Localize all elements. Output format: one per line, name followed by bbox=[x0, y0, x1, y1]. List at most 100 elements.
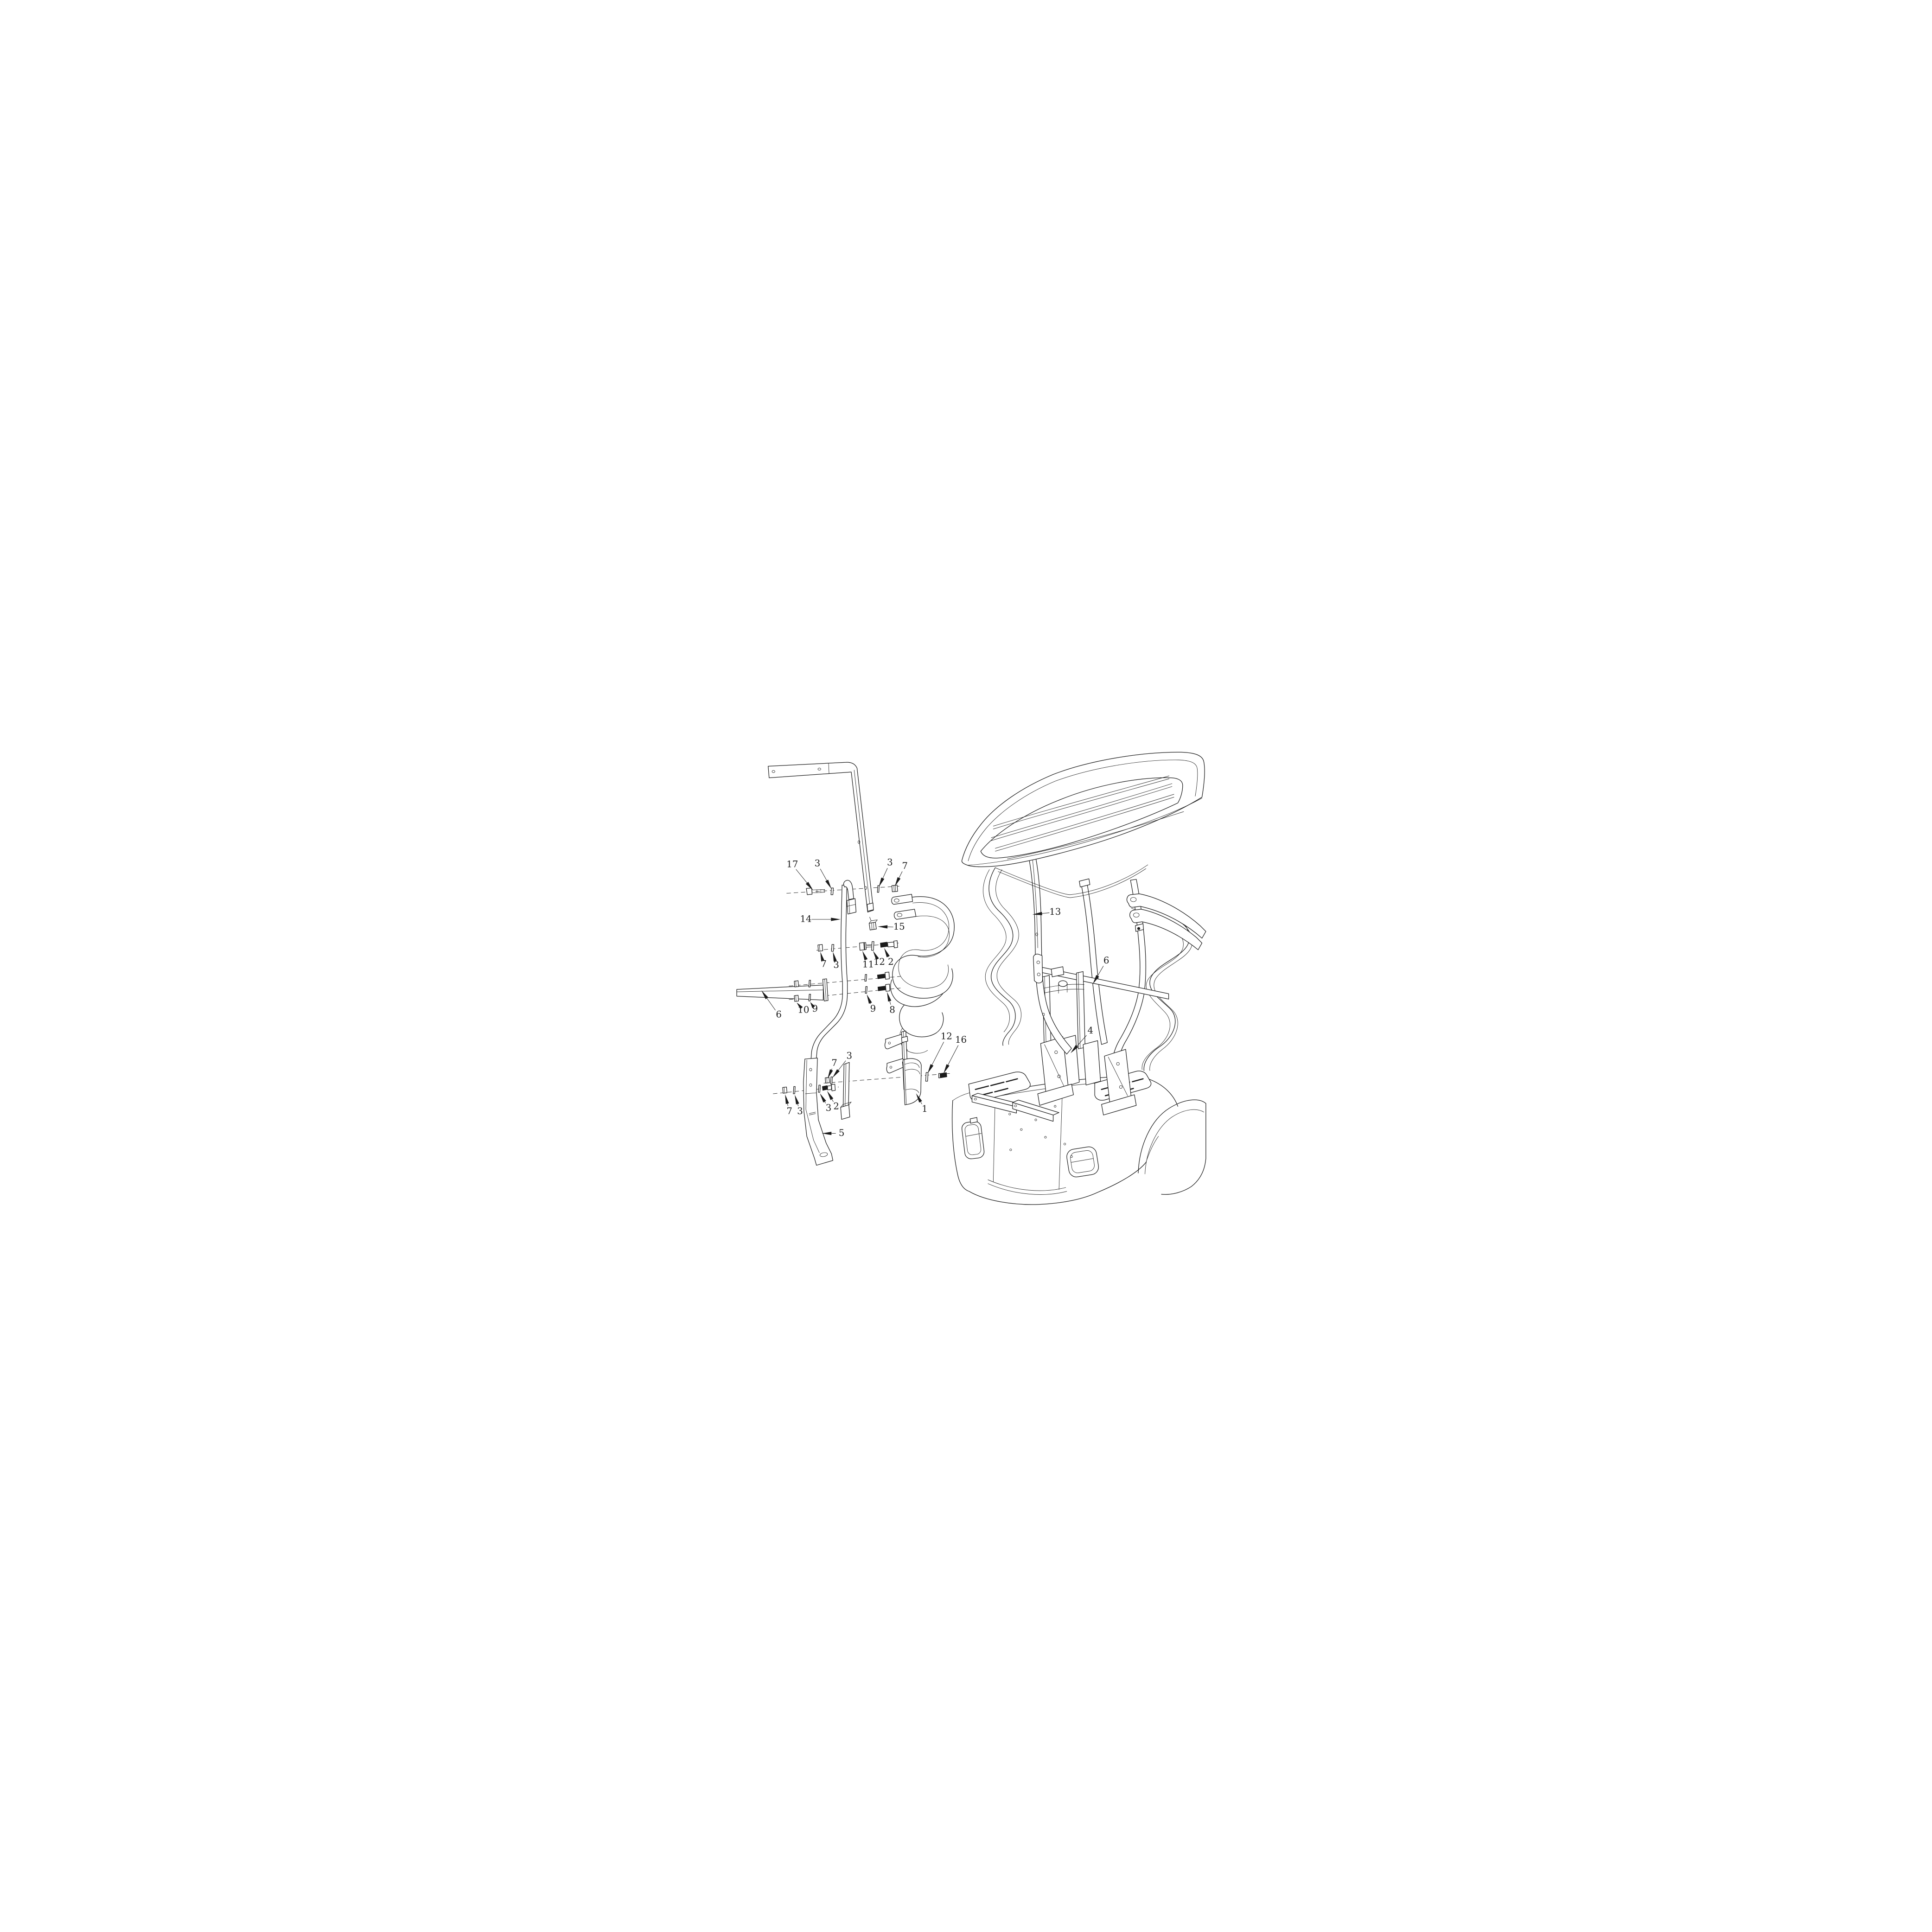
wavy-strap-left bbox=[982, 867, 1021, 1046]
washer-3 bbox=[818, 1084, 821, 1093]
leader-line bbox=[831, 1068, 832, 1070]
arrowhead bbox=[873, 950, 879, 960]
arrowhead bbox=[916, 1093, 922, 1103]
callout-label-7: 7 bbox=[821, 958, 827, 969]
arrowhead bbox=[821, 1131, 831, 1135]
bolt-8 bbox=[877, 971, 890, 980]
callout-label-11: 11 bbox=[862, 959, 874, 969]
callout-5-22: 5 bbox=[821, 1128, 844, 1138]
rear-right-post bbox=[1111, 879, 1146, 1063]
callout-label-3: 3 bbox=[833, 959, 839, 970]
roof-center-panel bbox=[980, 777, 1183, 858]
arrowhead bbox=[878, 877, 884, 887]
arrowhead bbox=[827, 1069, 833, 1079]
leader-line bbox=[797, 1103, 798, 1106]
post-hook bbox=[843, 880, 854, 900]
seat-rail-beams bbox=[971, 1092, 1059, 1122]
callout-label-12: 12 bbox=[940, 1031, 952, 1041]
tube-end-opening bbox=[867, 902, 874, 912]
callout-9-13: 9 bbox=[810, 1001, 818, 1014]
foot-slot bbox=[819, 1152, 828, 1157]
strap-eyelet-arm bbox=[891, 893, 913, 905]
callout-8-15: 8 bbox=[886, 991, 895, 1015]
bracket-hole bbox=[809, 1068, 812, 1071]
arrowhead bbox=[827, 1090, 833, 1100]
leader-line bbox=[795, 869, 807, 883]
right-fender-arch bbox=[1137, 1099, 1206, 1173]
callout-11-8: 11 bbox=[862, 950, 874, 969]
hook-clamp-block bbox=[846, 898, 856, 914]
canopy-roof bbox=[961, 752, 1205, 898]
lower-bracket-part5 bbox=[803, 1057, 833, 1166]
arrowhead bbox=[866, 994, 872, 1004]
arrowhead bbox=[943, 1064, 950, 1073]
callout-7-18: 7 bbox=[784, 1094, 792, 1116]
cart-body bbox=[951, 1070, 1206, 1205]
callout-label-2: 2 bbox=[888, 956, 894, 967]
callout-label-9: 9 bbox=[812, 1003, 818, 1014]
leader-line bbox=[920, 1101, 922, 1104]
roof-underside bbox=[995, 864, 1148, 898]
rear-left-post bbox=[1078, 878, 1108, 1045]
nut-7 bbox=[782, 1086, 787, 1094]
leader-line bbox=[882, 867, 888, 878]
arrowhead bbox=[927, 1064, 933, 1073]
callout-label-7: 7 bbox=[831, 1057, 837, 1068]
callout-label-3: 3 bbox=[846, 1050, 852, 1061]
callout-10-12: 10 bbox=[796, 1002, 809, 1015]
callout-1-23: 1 bbox=[916, 1093, 927, 1114]
callout-9-14: 9 bbox=[866, 994, 876, 1014]
nut-10 bbox=[793, 995, 799, 1002]
callout-label-3: 3 bbox=[814, 858, 820, 868]
roof-rib bbox=[991, 783, 1172, 841]
arrowhead bbox=[832, 951, 837, 962]
arrowhead bbox=[761, 990, 768, 999]
callout-7-17: 7 bbox=[827, 1057, 837, 1079]
leader-line bbox=[1077, 1035, 1087, 1046]
callout-label-7: 7 bbox=[786, 1106, 792, 1116]
exploded-view bbox=[736, 762, 955, 1166]
roof-rib bbox=[995, 794, 1174, 851]
washer-12 bbox=[871, 941, 874, 950]
arrowhead bbox=[884, 947, 890, 957]
nut-15 bbox=[868, 919, 878, 930]
callout-label-3: 3 bbox=[825, 1102, 831, 1113]
leader-line bbox=[889, 1001, 891, 1005]
washer-12 bbox=[925, 1072, 928, 1082]
washer-3 bbox=[792, 1086, 796, 1094]
callout-3-1: 3 bbox=[814, 858, 831, 889]
leader-line bbox=[1041, 912, 1049, 914]
callout-label-16: 16 bbox=[955, 1034, 966, 1045]
mounting-plate bbox=[840, 1062, 851, 1120]
panel-holes bbox=[1008, 1105, 1073, 1158]
callout-3-20: 3 bbox=[819, 1093, 831, 1113]
callout-6-11: 6 bbox=[761, 990, 782, 1020]
axis-top-bolt-row bbox=[786, 886, 901, 893]
leader-line bbox=[899, 871, 902, 878]
roof-rib bbox=[1007, 811, 1184, 859]
callout-label-9: 9 bbox=[870, 1003, 876, 1014]
arrowhead bbox=[1070, 1045, 1078, 1053]
leader-line bbox=[931, 1041, 944, 1065]
nut-7 bbox=[891, 884, 898, 892]
washer-9 bbox=[808, 994, 811, 1001]
callout-16-25: 16 bbox=[943, 1034, 967, 1073]
bracket-hole bbox=[809, 1083, 812, 1087]
leader-line bbox=[820, 868, 827, 880]
callout-12-24: 12 bbox=[927, 1031, 952, 1073]
callout-label-5: 5 bbox=[838, 1128, 844, 1138]
front-post-part14 bbox=[810, 880, 856, 1064]
callout-2-10: 2 bbox=[884, 947, 894, 967]
callout-6-27: 6 bbox=[1092, 955, 1109, 984]
washer-9 bbox=[808, 980, 811, 987]
washer-3 bbox=[830, 887, 834, 895]
coiled-strap bbox=[890, 893, 955, 1063]
taillight-right bbox=[1066, 1146, 1099, 1177]
rear-step bbox=[987, 1179, 1067, 1195]
arrowhead bbox=[1032, 912, 1042, 915]
axis-lamp-row bbox=[823, 1073, 950, 1084]
callout-label-6: 6 bbox=[776, 1009, 782, 1020]
callout-3-2: 3 bbox=[878, 857, 893, 887]
